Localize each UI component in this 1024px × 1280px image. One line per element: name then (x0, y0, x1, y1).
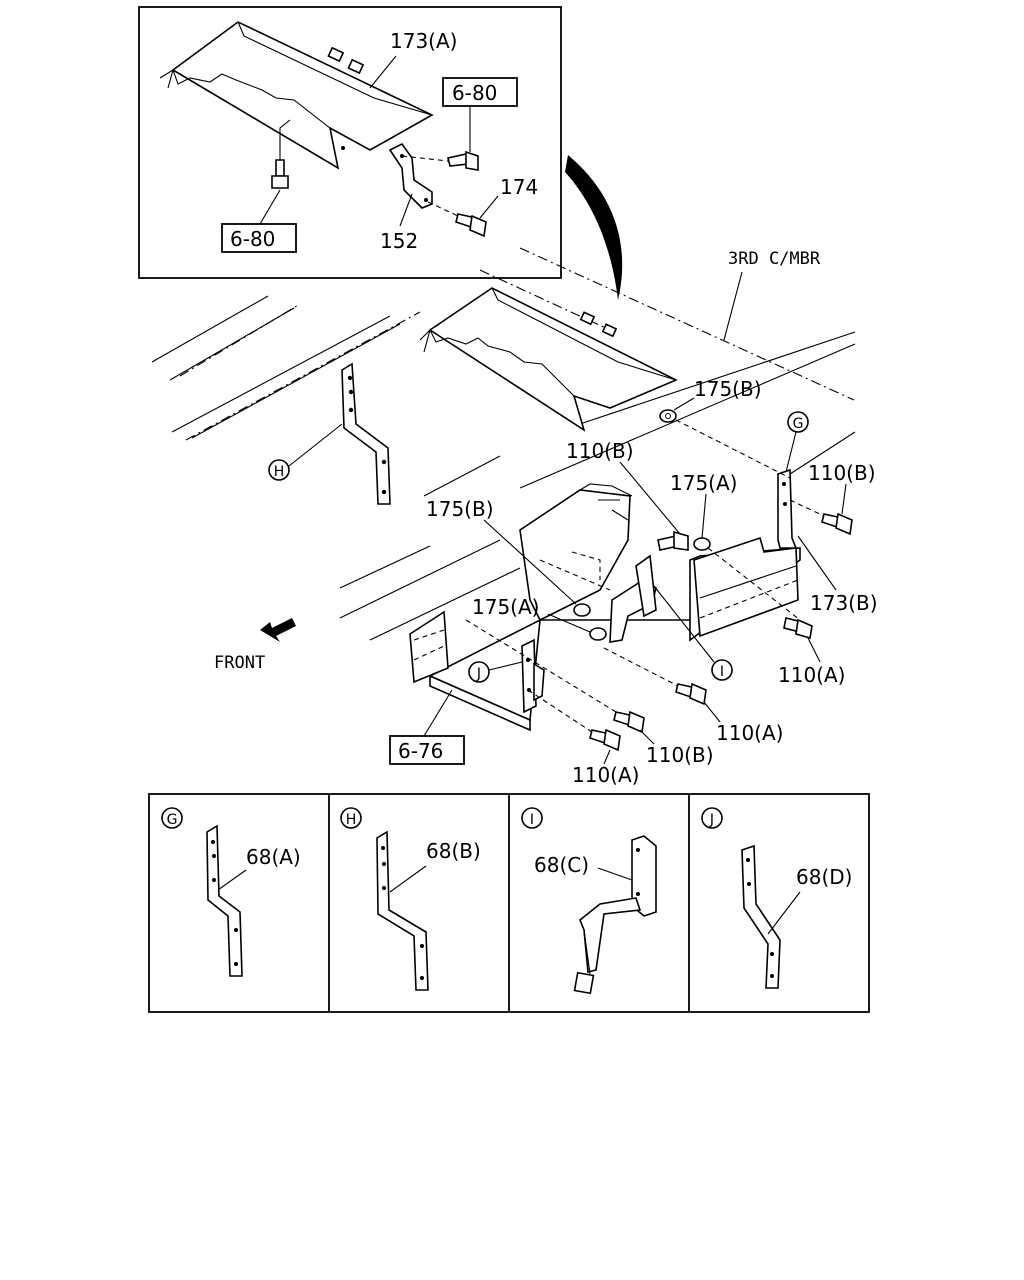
detail-i: I 68(C) (521, 807, 657, 995)
inset-bolt-upper (401, 150, 479, 171)
label-173a: 173(A) (390, 29, 457, 53)
label-175a-upper: 175(A) (670, 471, 737, 495)
nut-175a-upper (693, 537, 711, 551)
inset-bracket-152 (388, 142, 433, 209)
callout-g: G (785, 411, 809, 473)
label-68d: 68(D) (796, 865, 852, 889)
svg-text:G: G (167, 812, 178, 828)
label-68b: 68(B) (426, 839, 481, 863)
ref-box-6-76 (389, 735, 465, 765)
bracket-j-main (521, 638, 545, 714)
label-110b-lower: 110(B) (646, 743, 714, 767)
bolt-110a-lower (589, 728, 621, 752)
bolt-110b-upper (657, 530, 689, 551)
bolt-110a-right (783, 617, 813, 640)
svg-text:G: G (793, 416, 804, 432)
detail-g: G 68(A) (161, 807, 301, 977)
label-68c: 68(C) (534, 853, 589, 877)
svg-text:H: H (274, 464, 285, 480)
inset-cover-173a (159, 21, 434, 170)
inset-panel: 173(A) 6-80 174 152 6-80 (138, 6, 562, 279)
ref-6-76: 6-76 (398, 739, 443, 763)
nut-175b-left (573, 603, 591, 617)
label-110b-right: 110(B) (808, 461, 876, 485)
label-110a-mid: 110(A) (716, 721, 783, 745)
inset-frame (138, 6, 562, 279)
detail-panels: G 68(A) H 68(B) I (148, 793, 870, 1013)
label-152: 152 (380, 229, 418, 253)
ref-6-80-left: 6-80 (230, 227, 275, 251)
label-174: 174 (500, 175, 538, 199)
inset-bolt-174 (427, 201, 487, 238)
label-110a-lower: 110(A) (572, 763, 639, 787)
label-110b-upper: 110(B) (566, 439, 634, 463)
detail-h: H 68(B) (340, 807, 481, 991)
ref-box-6-80-right (442, 77, 518, 107)
callout-j: J (468, 661, 523, 683)
ref-6-80-right: 6-80 (452, 81, 497, 105)
bolt-110a-mid (675, 682, 707, 706)
bolt-110b-lower (613, 710, 645, 734)
label-175a-left: 175(A) (472, 595, 539, 619)
nut-175a-left (589, 627, 607, 641)
label-68a: 68(A) (246, 845, 301, 869)
label-175b-left: 175(B) (426, 497, 494, 521)
callout-i: I (653, 585, 733, 681)
callout-h: H (268, 423, 343, 481)
hold-bracket (609, 554, 657, 643)
label-3rd-cmbr: 3RD C/MBR (728, 249, 821, 269)
main-cover-173a (419, 287, 678, 432)
detail-j: J 68(D) (701, 807, 852, 989)
hardware (465, 409, 853, 752)
bolt-110b-right (821, 512, 853, 536)
svg-text:J: J (709, 812, 714, 828)
svg-text:I: I (720, 664, 724, 680)
front-arrow-icon (260, 618, 296, 642)
front-label: FRONT (214, 653, 265, 673)
main-view: G H I J FRONT 3RD C/MBR 175(B) 110(B) (151, 247, 878, 787)
label-110a-right: 110(A) (778, 663, 845, 687)
svg-text:H: H (346, 812, 357, 828)
ref-box-6-80-left (221, 223, 297, 253)
front-indicator: FRONT (214, 618, 296, 673)
label-173b: 173(B) (810, 591, 878, 615)
bracket-h-main (341, 362, 391, 505)
svg-text:J: J (476, 666, 481, 682)
inset-bolt-left (271, 119, 291, 189)
label-175b-top: 175(B) (694, 377, 762, 401)
svg-text:I: I (530, 812, 534, 828)
frame-lines (151, 247, 856, 641)
bracket-g-main (777, 468, 798, 549)
view-arrow (565, 155, 623, 300)
